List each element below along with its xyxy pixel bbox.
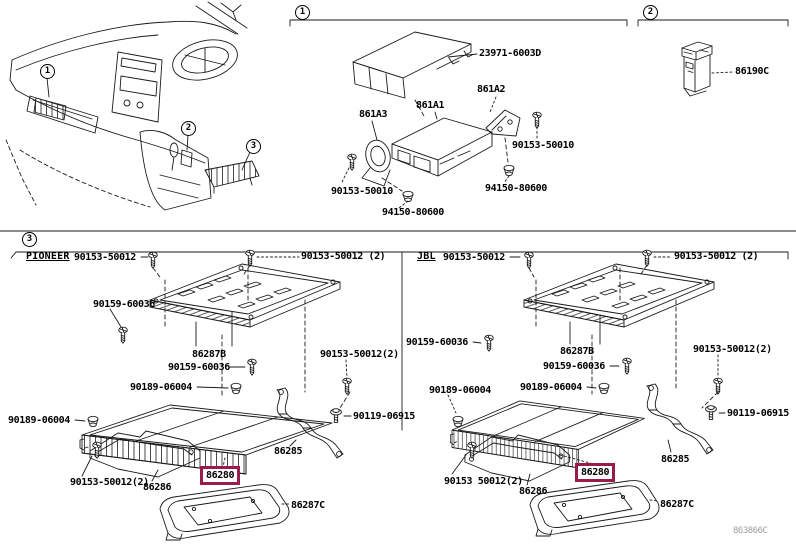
- p-screw-top-left: 90153-50012: [74, 252, 136, 263]
- j-bolt-right: 90119-06915: [727, 408, 789, 419]
- p-screw-upper: 90159-60036: [93, 299, 155, 310]
- p-cushion-left: 90189-06004: [8, 415, 70, 426]
- p-screw-mid: 90159-60036: [168, 362, 230, 373]
- dashboard-callout-1: 1: [40, 64, 55, 79]
- part-label-861A1: 861A1: [416, 100, 445, 111]
- j-cushion-left: 90189-06004: [429, 385, 491, 396]
- variant-heading-pioneer: PIONEER: [26, 251, 70, 262]
- part-label-861A3: 861A3: [359, 109, 388, 120]
- p-cover-lower: 86287C: [291, 500, 325, 511]
- part-label-cushion-rh: 94150-80600: [485, 183, 547, 194]
- p-bracket-upper: 86287B: [192, 349, 226, 360]
- j-screw-top-right: 90153-50012 (2): [674, 251, 759, 262]
- j-screw-upper: 90159-60036: [406, 337, 468, 348]
- section2-art: [681, 41, 734, 97]
- part-label-861A2: 861A2: [477, 84, 506, 95]
- dashboard-callout-3: 3: [246, 139, 261, 154]
- p-screw-mid-right: 90153-50012(2): [320, 349, 399, 360]
- p-screw-bottom: 90153-50012(2): [70, 477, 149, 488]
- section-dividers: [0, 19, 796, 431]
- pioneer-art: [74, 249, 352, 541]
- dashboard-art: [5, 1, 260, 211]
- unit-shape: [391, 117, 493, 177]
- j-screw-mid-right: 90153-50012(2): [693, 344, 772, 355]
- bracket-rh-shape: [485, 109, 521, 137]
- p-bracket-rh: 86285: [274, 446, 303, 457]
- j-screw-top-left: 90153-50012: [443, 252, 505, 263]
- variant-heading-jbl: JBL: [417, 251, 436, 262]
- p-amplifier-highlighted[interactable]: 86280: [200, 466, 241, 485]
- jbl-art: [447, 249, 726, 537]
- cover-shape: [352, 31, 474, 99]
- part-label-86190C: 86190C: [735, 66, 769, 77]
- j-bracket-rh: 86285: [661, 454, 690, 465]
- part-label-screw-rh: 90153-50010: [512, 140, 574, 151]
- part-label-cushion-front: 94150-80600: [382, 207, 444, 218]
- section2-callout: 2: [643, 5, 658, 20]
- j-cover-lower: 86287C: [660, 499, 694, 510]
- section1-callout: 1: [295, 5, 310, 20]
- section3-callout: 3: [22, 232, 37, 247]
- dashboard-callout-2: 2: [181, 121, 196, 136]
- diagram-code-watermark: 863866C: [733, 526, 768, 536]
- j-cushion-mid: 90189-06004: [520, 382, 582, 393]
- p-bracket-lh: 86286: [143, 482, 172, 493]
- part-label-cover: 23971-6003D: [479, 48, 541, 59]
- j-bracket-upper: 86287B: [560, 346, 594, 357]
- j-amplifier-highlighted[interactable]: 86280: [575, 463, 616, 482]
- j-bracket-lh: 86286: [519, 486, 548, 497]
- section1-art: [340, 31, 542, 209]
- part-label-screw-lh: 90153-50010: [331, 186, 393, 197]
- p-screw-top-right: 90153-50012 (2): [301, 251, 386, 262]
- p-cushion-mid: 90189-06004: [130, 382, 192, 393]
- j-screw-mid: 90159-60036: [543, 361, 605, 372]
- p-bolt-right: 90119-06915: [353, 411, 415, 422]
- bracket-lh-shape: [361, 139, 391, 187]
- j-screw-bottom: 90153 50012(2): [444, 476, 523, 487]
